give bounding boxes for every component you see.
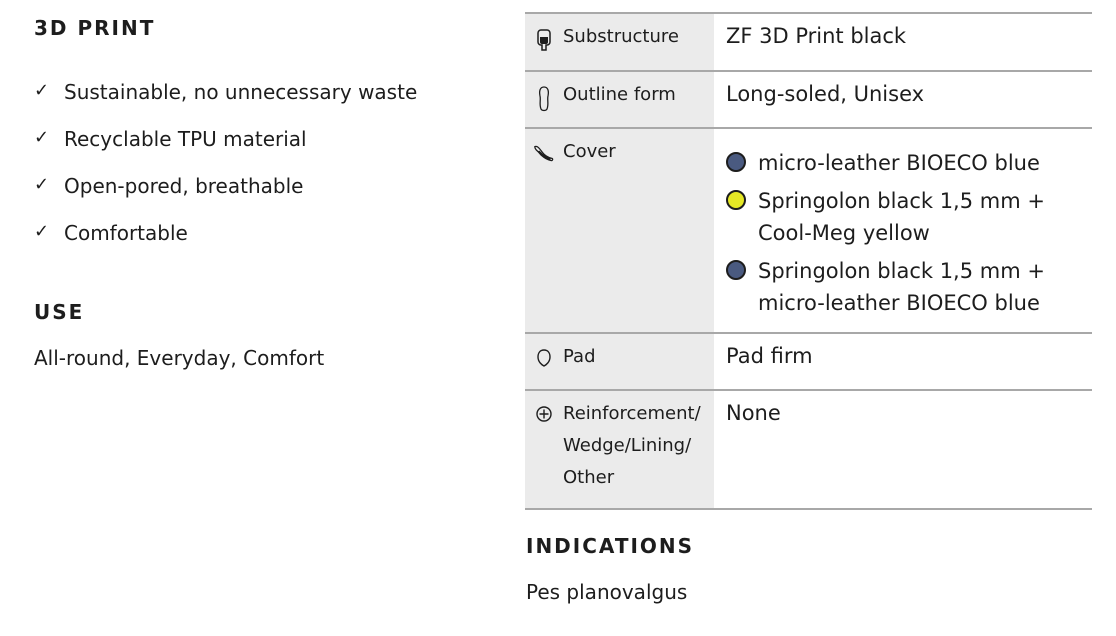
indications-heading: INDICATIONS: [526, 534, 695, 558]
check-icon: ✓: [34, 174, 50, 195]
spec-row-substructure: Substructure ZF 3D Print black: [525, 14, 1092, 72]
color-swatch: [726, 190, 746, 210]
cover-option-line1: micro-leather BIOECO blue: [758, 151, 1040, 175]
spec-value: Pad firm: [726, 344, 813, 368]
color-swatch: [726, 152, 746, 172]
feature-text: Recyclable TPU material: [64, 127, 307, 151]
cover-option-list: micro-leather BIOECO blue Springolon bla…: [726, 147, 1080, 319]
cover-option: micro-leather BIOECO blue: [726, 147, 1080, 179]
color-swatch: [726, 260, 746, 280]
feature-text: Open-pored, breathable: [64, 174, 304, 198]
feature-text: Sustainable, no unnecessary waste: [64, 80, 418, 104]
spec-label: Cover: [563, 141, 616, 162]
cover-option-line2: micro-leather BIOECO blue: [758, 291, 1040, 315]
feature-text: Comfortable: [64, 221, 188, 245]
check-icon: ✓: [34, 221, 50, 242]
check-icon: ✓: [34, 127, 50, 148]
spec-label: Reinforcement/ Wedge/Lining/ Other: [563, 398, 701, 494]
cover-options-cell: micro-leather BIOECO blue Springolon bla…: [714, 129, 1092, 332]
use-text: All-round, Everyday, Comfort: [34, 346, 325, 370]
spec-label: Outline form: [563, 84, 676, 105]
spec-row-pad: Pad Pad firm: [525, 334, 1092, 391]
check-icon: ✓: [34, 80, 50, 101]
spec-row-cover: Cover micro-leather BIOECO blue Springol…: [525, 129, 1092, 334]
spec-label-line: Other: [563, 467, 615, 488]
spec-row-outline-form: Outline form Long-soled, Unisex: [525, 72, 1092, 129]
spec-label: Substructure: [563, 26, 679, 47]
spec-label-cell: Substructure: [525, 14, 714, 70]
spec-label-line: Wedge/Lining/: [563, 435, 692, 456]
substructure-icon: [533, 26, 555, 52]
feature-item: ✓ Comfortable: [34, 221, 417, 268]
cover-option-line1: Springolon black 1,5 mm +: [758, 189, 1045, 213]
outline-form-icon: [533, 84, 555, 112]
spec-label-cell: Cover: [525, 129, 714, 332]
spec-value: Long-soled, Unisex: [726, 82, 925, 106]
reinforcement-icon: [533, 403, 555, 423]
indications-text: Pes planovalgus: [526, 580, 688, 604]
spec-row-reinforcement: Reinforcement/ Wedge/Lining/ Other None: [525, 391, 1092, 510]
cover-option: Springolon black 1,5 mm + Cool-Meg yellow: [726, 185, 1080, 249]
cover-option-line1: Springolon black 1,5 mm +: [758, 259, 1045, 283]
feature-item: ✓ Sustainable, no unnecessary waste: [34, 80, 417, 127]
spec-label-cell: Reinforcement/ Wedge/Lining/ Other: [525, 391, 714, 508]
spec-value: ZF 3D Print black: [726, 24, 907, 48]
cover-option: Springolon black 1,5 mm + micro-leather B…: [726, 255, 1080, 319]
spec-label: Pad: [563, 346, 596, 367]
use-heading: USE: [34, 300, 85, 324]
feature-item: ✓ Recyclable TPU material: [34, 127, 417, 174]
cover-option-line2: Cool-Meg yellow: [758, 221, 930, 245]
spec-label-cell: Outline form: [525, 72, 714, 127]
spec-label-cell: Pad: [525, 334, 714, 389]
3d-print-heading: 3D PRINT: [34, 16, 156, 40]
spec-label-line: Reinforcement/: [563, 403, 701, 424]
feature-item: ✓ Open-pored, breathable: [34, 174, 417, 221]
pad-icon: [533, 346, 555, 368]
spec-table: Substructure ZF 3D Print black Outline f…: [525, 12, 1092, 510]
cover-icon: [533, 141, 555, 163]
feature-list: ✓ Sustainable, no unnecessary waste ✓ Recy…: [34, 80, 417, 268]
spec-value: None: [726, 401, 781, 425]
